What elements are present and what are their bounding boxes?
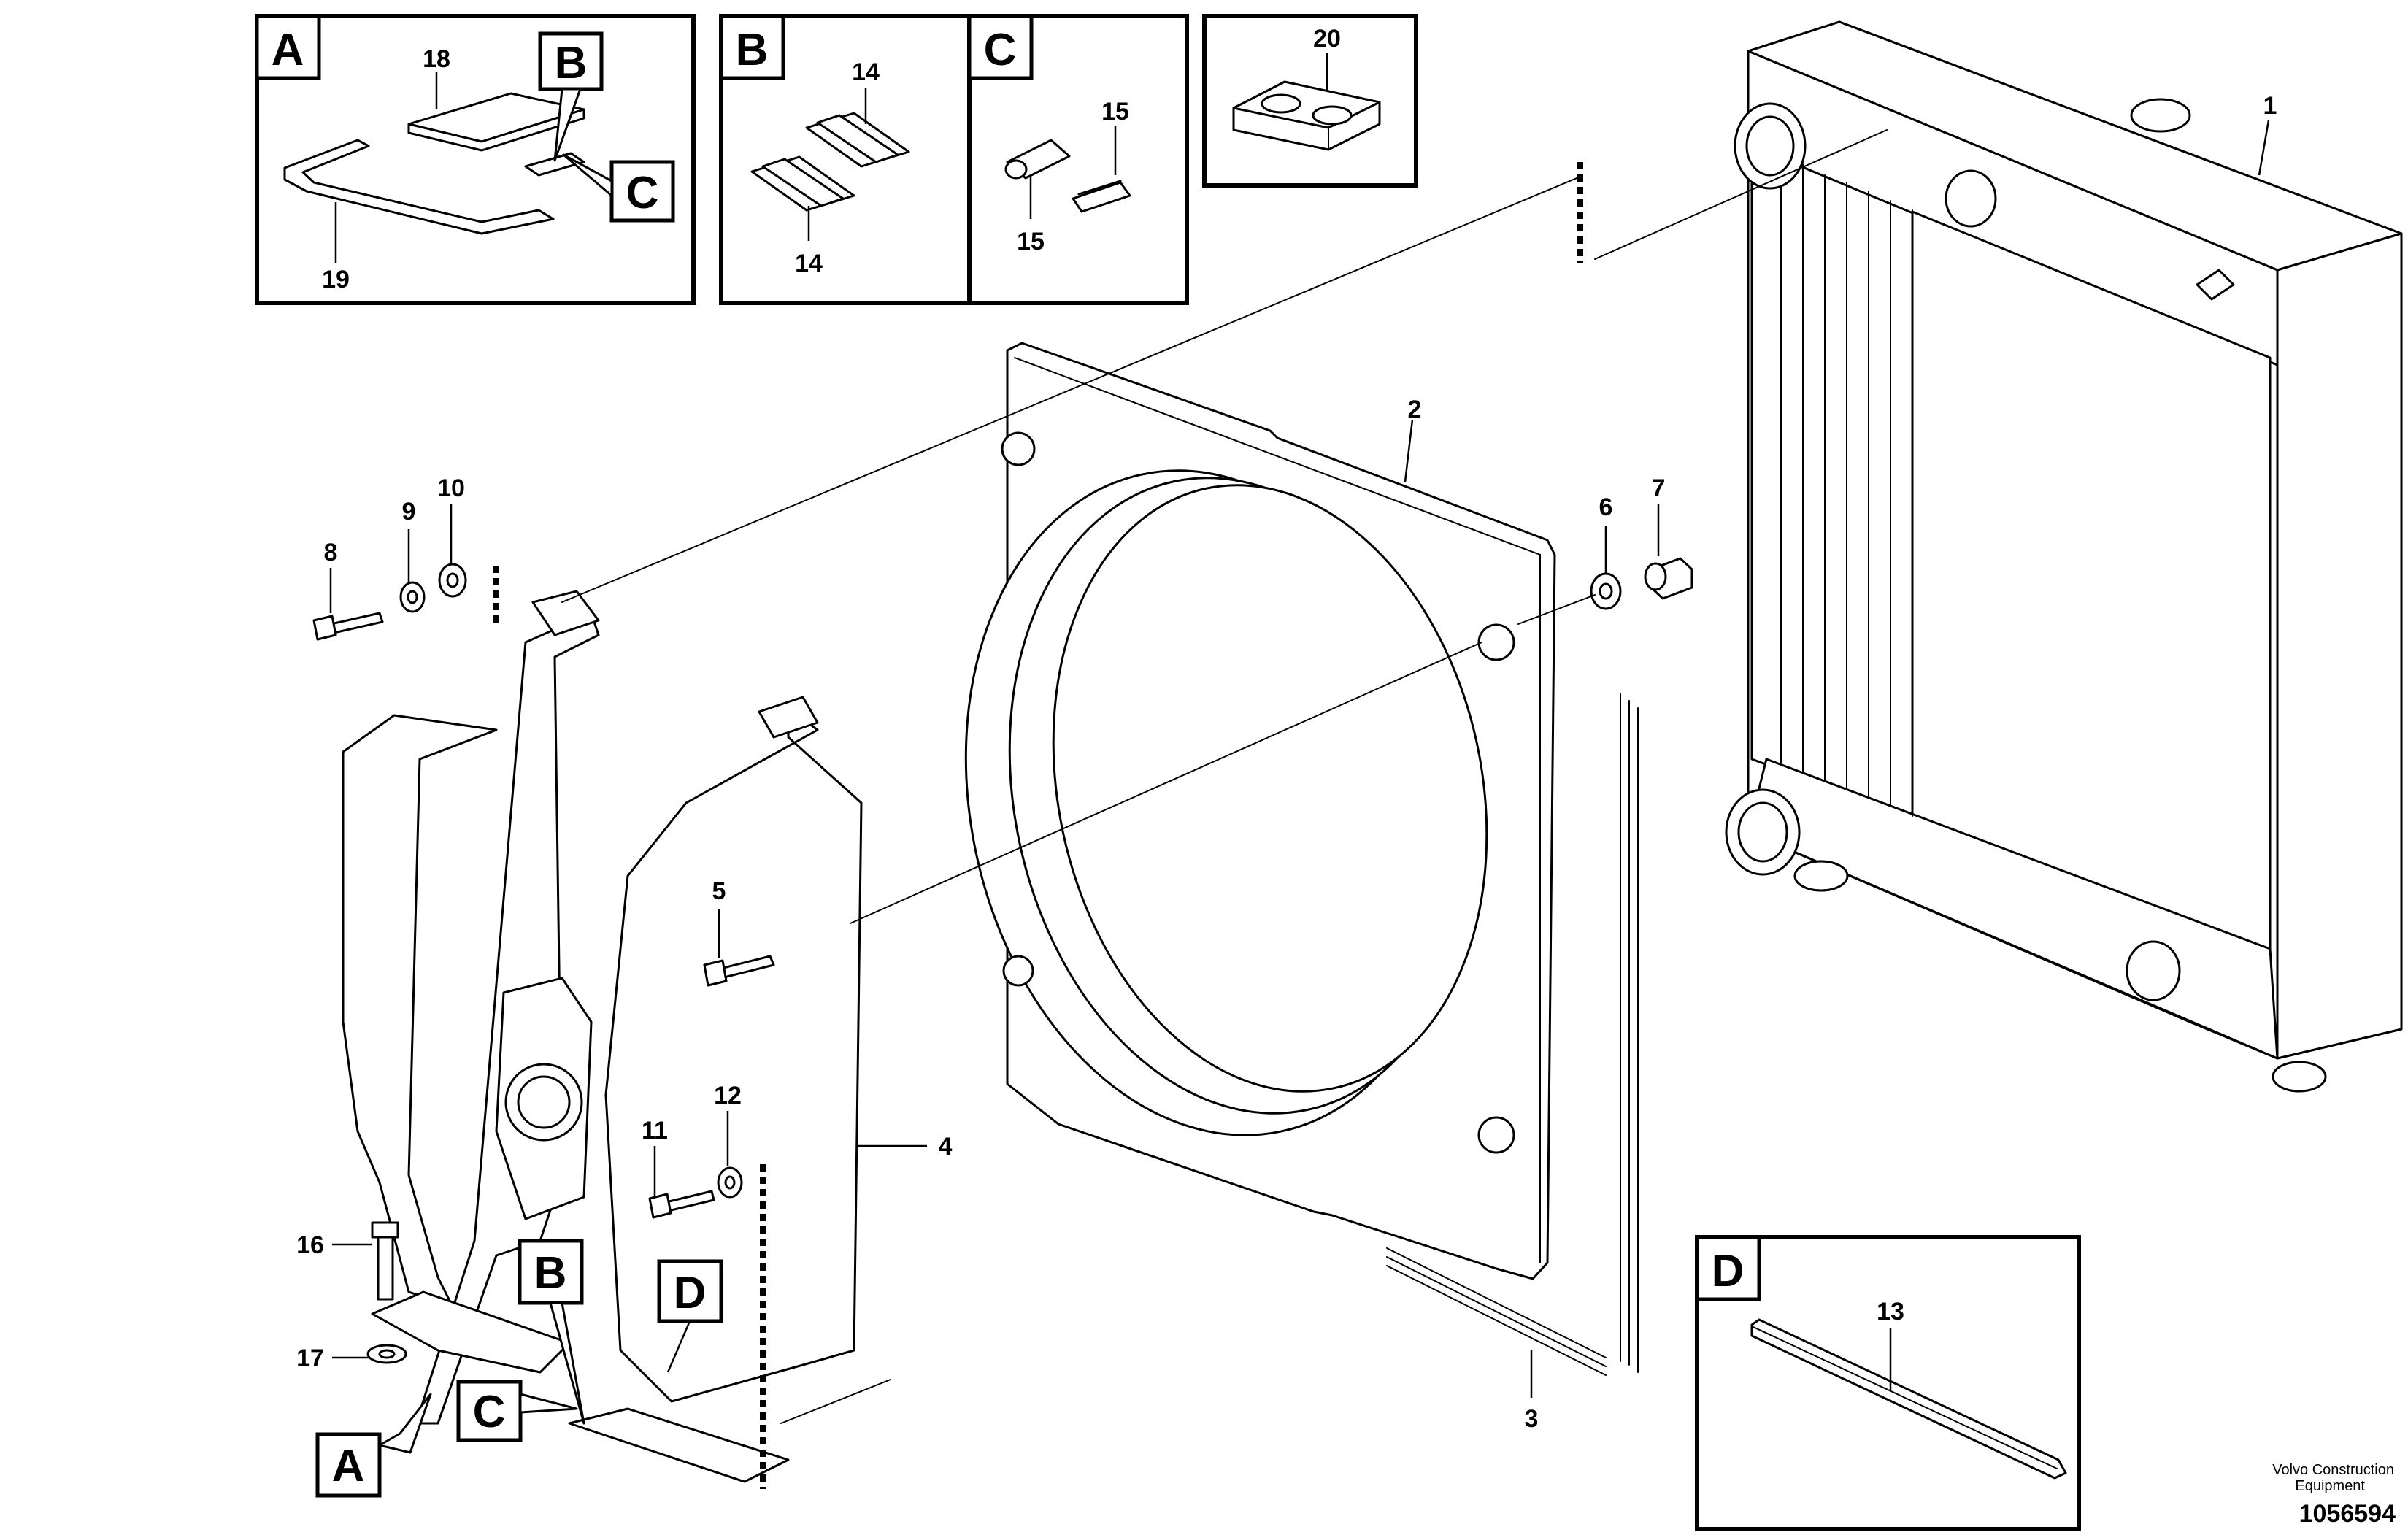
brand-line-1: Volvo Construction [2272,1462,2394,1478]
brand-line-2: Equipment [2295,1478,2365,1494]
svg-text:D: D [674,1268,707,1318]
footer-branding: Volvo Construction Equipment 1056594 [2272,1462,2396,1528]
callout-6: 6 [1599,493,1613,521]
svg-text:B: B [534,1248,567,1299]
detail-box-b: B 14 14 [719,14,980,305]
fan-guard: 4 [342,590,953,1483]
callout-18: 18 [423,45,450,73]
document-number: 1056594 [2299,1500,2396,1528]
bolt-8-washers-9-10: 8 9 10 [312,474,499,641]
main-tag-b: B [518,1239,585,1425]
callout-20: 20 [1313,25,1341,53]
callout-8: 8 [324,539,338,566]
fan-shroud: 2 [964,342,1556,1280]
callout-15-top: 15 [1101,98,1129,126]
radiator-assembly: 1 [1725,20,2403,1093]
detail-c-letter: C [984,25,1017,75]
radiator-core-fins [1780,156,1913,817]
detail-box-a: A 18 19 B C [255,14,696,305]
callout-3: 3 [1525,1405,1539,1433]
callout-11: 11 [642,1117,668,1144]
callout-5: 5 [712,877,726,905]
main-tag-a: A [315,1393,432,1498]
detail-a-letter: A [272,25,304,75]
callout-12: 12 [714,1082,742,1109]
detail-box-20: 20 [1202,14,1418,188]
assembly-alignment-lines [561,129,1888,924]
bolt-11-washer-12: 11 12 [642,1082,766,1489]
detail-a-inset-c: C [562,153,675,223]
callout-19: 19 [322,266,350,293]
bolt-5: 5 [703,877,775,987]
detail-a-inset-b: B [538,31,604,162]
callout-10: 10 [437,474,465,502]
svg-text:C: C [473,1387,506,1437]
callout-14-bottom: 14 [795,250,823,277]
callout-2: 2 [1408,396,1422,423]
svg-text:C: C [626,168,659,218]
callout-4: 4 [939,1133,953,1161]
detail-box-c: C 15 15 [967,14,1189,305]
callout-13: 13 [1877,1298,1904,1326]
callout-16: 16 [296,1231,324,1259]
washer-spacer-set: 6 7 [1590,474,1693,610]
detail-b-letter: B [736,25,769,75]
callout-17: 17 [296,1344,324,1372]
svg-text:B: B [555,38,588,88]
callout-15-bottom: 15 [1017,228,1045,255]
main-tag-d: D [657,1259,723,1373]
bolt-16-washer-17: 16 17 [296,1221,407,1372]
callout-9: 9 [402,498,416,526]
main-tag-c: C [456,1380,578,1442]
callout-7: 7 [1652,474,1666,502]
callout-1: 1 [2263,92,2277,120]
detail-box-d: D 13 [1695,1235,2081,1531]
svg-text:A: A [332,1441,365,1491]
detail-d-letter: D [1712,1246,1745,1296]
seal-strip: 3 [1386,693,1639,1433]
callout-14-top: 14 [852,58,880,86]
